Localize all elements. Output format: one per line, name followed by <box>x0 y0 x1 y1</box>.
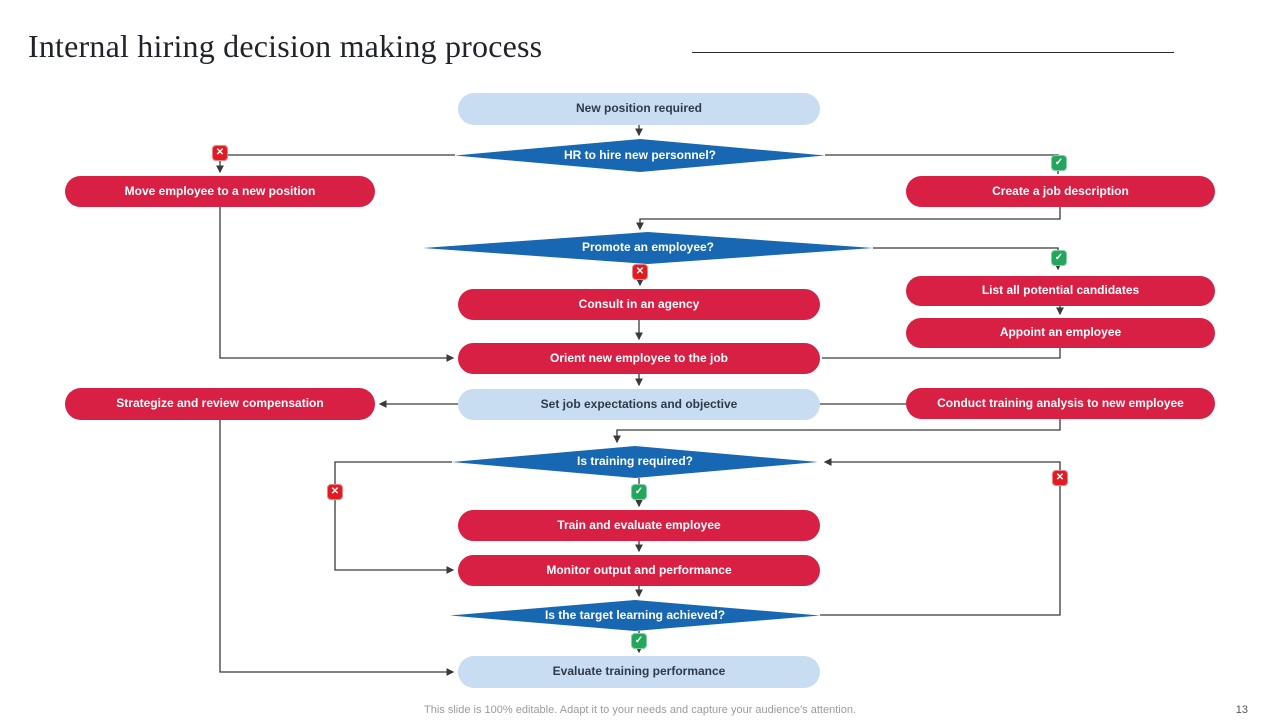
no-cross-icon: ✕ <box>212 145 228 161</box>
node-evaluate-training-performance: Evaluate training performance <box>458 656 820 688</box>
node-list-all-potential-candidates: List all potential candidates <box>906 276 1215 306</box>
node-create-job-description: Create a job description <box>906 176 1215 207</box>
node-set-job-expectations-and-objective: Set job expectations and objective <box>458 389 820 420</box>
yes-check-icon: ✓ <box>1051 155 1067 171</box>
yes-check-icon: ✓ <box>631 484 647 500</box>
title-divider-line <box>692 52 1174 53</box>
node-orient-new-employee-to-the-job: Orient new employee to the job <box>458 343 820 374</box>
yes-check-icon: ✓ <box>631 633 647 649</box>
page-number: 13 <box>1235 704 1248 716</box>
node-conduct-training-analysis: Conduct training analysis to new employe… <box>906 388 1215 419</box>
node-train-and-evaluate-employee: Train and evaluate employee <box>458 510 820 541</box>
node-appoint-an-employee: Appoint an employee <box>906 318 1215 348</box>
no-cross-icon: ✕ <box>1052 470 1068 486</box>
footer-note: This slide is 100% editable. Adapt it to… <box>424 704 856 716</box>
node-move-employee-to-new-position: Move employee to a new position <box>65 176 375 207</box>
node-strategize-and-review-compensation: Strategize and review compensation <box>65 388 375 420</box>
page-title: Internal hiring decision making process <box>28 28 543 64</box>
yes-check-icon: ✓ <box>1051 250 1067 266</box>
node-monitor-output-and-performance: Monitor output and performance <box>458 555 820 586</box>
no-cross-icon: ✕ <box>327 484 343 500</box>
node-consult-in-an-agency: Consult in an agency <box>458 289 820 320</box>
node-new-position-required: New position required <box>458 93 820 125</box>
no-cross-icon: ✕ <box>632 264 648 280</box>
